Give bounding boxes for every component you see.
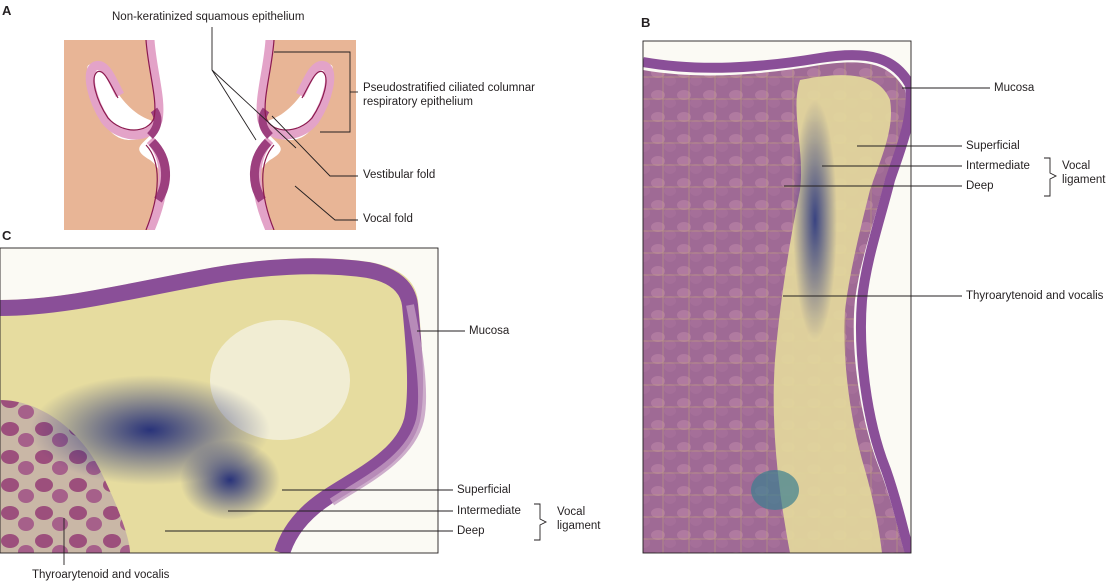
b-label-superficial: Superficial — [966, 140, 1020, 152]
label-respiratory-1: Pseudostratified ciliated columnar — [363, 82, 535, 94]
leader-squamous-3 — [211, 69, 257, 141]
c-label-intermediate: Intermediate — [457, 505, 521, 517]
b-ligament — [793, 100, 837, 340]
c-brace — [534, 503, 548, 541]
leader-vestibular — [271, 115, 358, 177]
lumen-right — [229, 40, 281, 230]
b-label-vocal-ligament-2: ligament — [1062, 174, 1106, 186]
epithelium-right-upper — [256, 40, 335, 140]
label-respiratory-2: respiratory epithelium — [363, 96, 473, 108]
c-label-vocal-ligament-1: Vocal — [557, 506, 586, 518]
b-brace — [1044, 157, 1058, 197]
epithelium-left-vocal — [148, 138, 171, 203]
outline-right-2 — [262, 144, 275, 230]
c-mucosa — [0, 258, 424, 553]
c-label-deep: Deep — [457, 525, 485, 537]
outline-left-2 — [145, 144, 158, 230]
b-label-muscle: Thyroarytenoid and vocalis — [966, 290, 1104, 302]
lumen-left — [139, 40, 191, 230]
c-label-vocal-ligament-2: ligament — [557, 520, 601, 532]
c-label-superficial: Superficial — [457, 484, 511, 496]
epithelium-left-upper — [85, 40, 164, 140]
label-vestibular-fold: Vestibular fold — [363, 169, 436, 181]
epithelium-right-vocal — [249, 138, 272, 203]
b-label-mucosa: Mucosa — [994, 82, 1035, 94]
outline-right — [264, 40, 327, 131]
leader-vocal — [294, 185, 358, 221]
b-mucosa — [643, 50, 911, 553]
b-label-deep: Deep — [966, 180, 994, 192]
leader-squamous-2 — [211, 69, 297, 149]
panel-c-letter: C — [2, 228, 12, 243]
outline-left — [93, 40, 156, 131]
c-label-mucosa: Mucosa — [469, 325, 510, 337]
panel-b-letter: B — [641, 15, 651, 30]
b-label-intermediate: Intermediate — [966, 160, 1030, 172]
label-vocal-fold: Vocal fold — [363, 213, 413, 225]
b-label-vocal-ligament-1: Vocal — [1062, 160, 1091, 172]
c-label-muscle: Thyroarytenoid and vocalis — [32, 569, 170, 581]
panel-a-letter: A — [2, 3, 12, 18]
label-squamous: Non-keratinized squamous epithelium — [112, 11, 305, 23]
